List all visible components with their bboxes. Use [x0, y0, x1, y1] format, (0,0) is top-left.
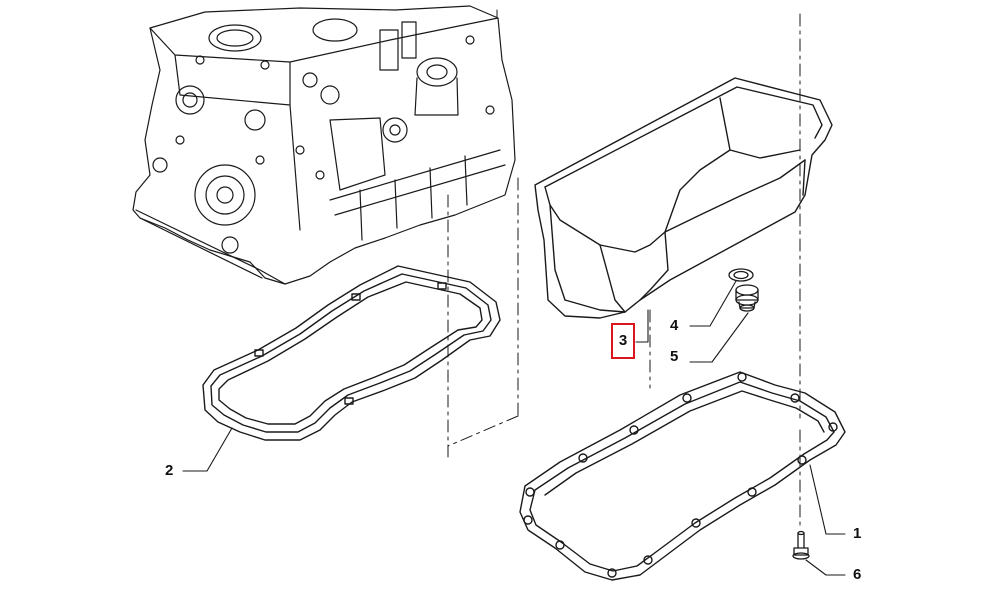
- oil-pan-part-3: [534, 77, 833, 319]
- engine-block: [132, 5, 516, 285]
- callout-6: 6: [853, 566, 862, 583]
- bolt-part-6: [792, 530, 810, 560]
- callout-3-highlighted: 3: [611, 323, 635, 359]
- washer-part-4: [728, 268, 754, 282]
- callout-1: 1: [853, 525, 862, 542]
- callout-5: 5: [670, 348, 679, 365]
- frame-part-1: [519, 371, 846, 581]
- gasket-part-2: [202, 265, 501, 441]
- assembly-dashed-lines: [447, 9, 801, 531]
- leader-lines: [182, 280, 846, 576]
- callout-4: 4: [670, 317, 679, 334]
- callout-2: 2: [165, 462, 174, 479]
- drain-plug-part-5: [735, 284, 759, 312]
